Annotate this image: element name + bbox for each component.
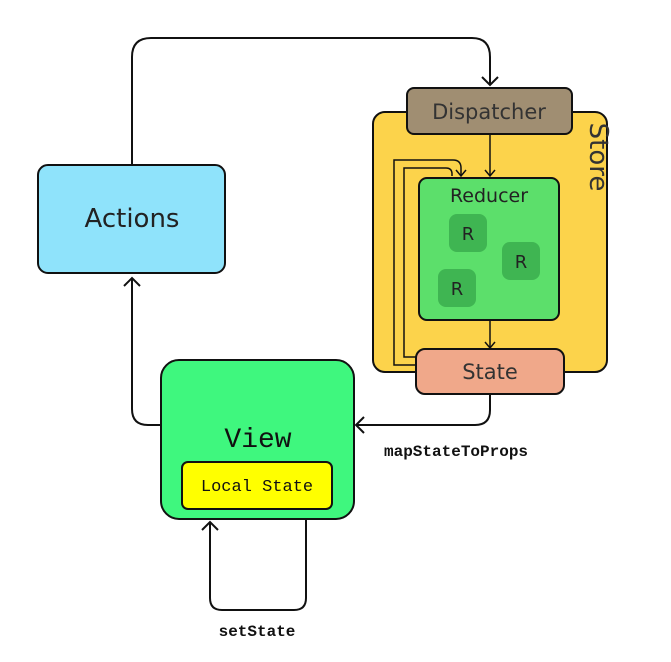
reducer-node: Reducer R R R [418,177,560,321]
edge-state-to-reducer [393,159,467,366]
reducer-item-label: R [462,224,475,245]
edge-view-to-actions [123,276,162,426]
local-state-label: Local State [201,478,313,497]
reducer-label: Reducer [450,185,528,207]
state-box [415,348,565,395]
edge-actions-to-dispatcher [131,37,499,165]
state-label: State [462,360,518,384]
edge-set-state-loop [201,520,307,611]
state-node: State [415,348,565,395]
view-node: View Local State [160,359,355,520]
actions-node: Actions [37,164,226,274]
dispatcher-node: Dispatcher [406,87,573,135]
dispatcher-label: Dispatcher [432,100,546,124]
dispatcher-box [406,87,573,135]
reducer-item-box [502,242,540,280]
set-state-label: setState [219,623,296,641]
reducer-item-label: R [451,279,464,300]
map-state-to-props-label: mapStateToProps [384,443,528,461]
view-label: View [224,425,291,456]
reducer-item-box [449,214,487,252]
actions-box [37,164,226,274]
edge-state-to-reducer-inner [403,167,453,358]
actions-label: Actions [85,204,180,234]
edge-state-to-view [354,395,491,434]
store-label: Store [583,123,613,192]
local-state-box [181,461,333,510]
reducer-item-box [438,269,476,307]
reducer-item-label: R [515,252,528,273]
